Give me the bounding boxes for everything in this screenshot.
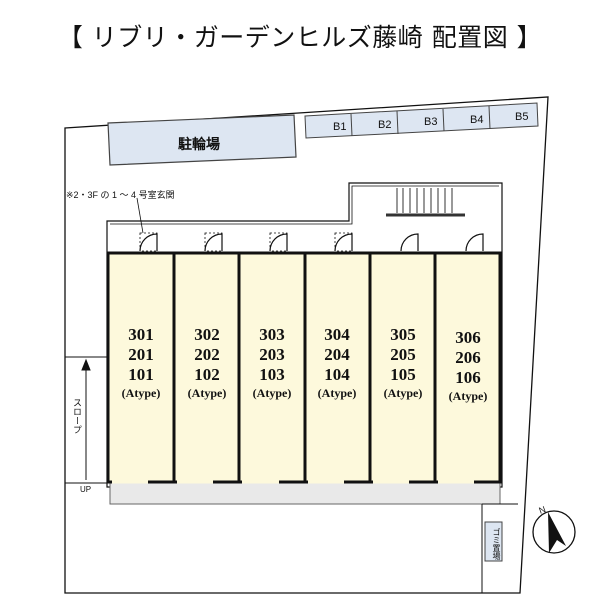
unit-column-2: 302 202 102 (Atype) [176, 325, 238, 401]
unit-type: (Atype) [187, 386, 227, 400]
unit-104: 104 [324, 365, 350, 384]
unit-type: (Atype) [317, 386, 357, 400]
slope [65, 356, 108, 484]
unit-101: 101 [128, 365, 154, 384]
unit-column-1: 301 201 101 (Atype) [110, 325, 172, 401]
garbage-area [484, 521, 503, 562]
site-boundary [64, 96, 549, 594]
entrance-note: ※2・3F の 1 ～ 4 号室玄関 [66, 190, 175, 200]
bike-bay-b5: B5 [515, 111, 529, 123]
unit-102: 102 [194, 365, 220, 384]
unit-306: 306 [455, 328, 481, 347]
unit-type: (Atype) [448, 389, 488, 403]
page-title: 【 リブリ・ガーデンヒルズ藤崎 配置図 】 [57, 23, 543, 52]
unit-305: 305 [390, 325, 416, 344]
unit-column-4: 304 204 104 (Atype) [306, 325, 368, 401]
building-outline [106, 182, 503, 488]
bike-bay-b1: B1 [333, 121, 347, 133]
unit-type: (Atype) [121, 386, 161, 400]
unit-201: 201 [128, 345, 154, 364]
bicycle-parking-label: 駐輪場 [178, 136, 220, 152]
stairs [386, 188, 465, 217]
corridor [109, 481, 501, 505]
unit-103: 103 [259, 365, 285, 384]
unit-301: 301 [128, 325, 154, 344]
unit-204: 204 [324, 345, 350, 364]
bicycle-parking-area [107, 114, 297, 166]
unit-type: (Atype) [383, 386, 423, 400]
unit-column-5: 305 205 105 (Atype) [372, 325, 434, 401]
units [106, 251, 502, 484]
unit-303: 303 [259, 325, 285, 344]
unit-202: 202 [194, 345, 220, 364]
north-compass-icon [532, 510, 576, 554]
unit-304: 304 [324, 325, 350, 344]
bike-bay-b4: B4 [470, 114, 484, 126]
bike-bay-b2: B2 [378, 119, 392, 131]
unit-205: 205 [390, 345, 416, 364]
unit-105: 105 [390, 365, 416, 384]
unit-106: 106 [455, 368, 481, 387]
unit-column-6: 306 206 106 (Atype) [437, 328, 499, 404]
unit-203: 203 [259, 345, 285, 364]
bike-bays [304, 102, 539, 139]
garbage-area-label: ゴミ置場 [492, 528, 501, 560]
unit-206: 206 [455, 348, 481, 367]
unit-type: (Atype) [252, 386, 292, 400]
doors [139, 232, 484, 252]
bike-bay-b3: B3 [424, 116, 438, 128]
unit-302: 302 [194, 325, 220, 344]
slope-label: スロープ [72, 398, 82, 434]
up-label: UP [80, 485, 92, 494]
unit-column-3: 303 203 103 (Atype) [241, 325, 303, 401]
